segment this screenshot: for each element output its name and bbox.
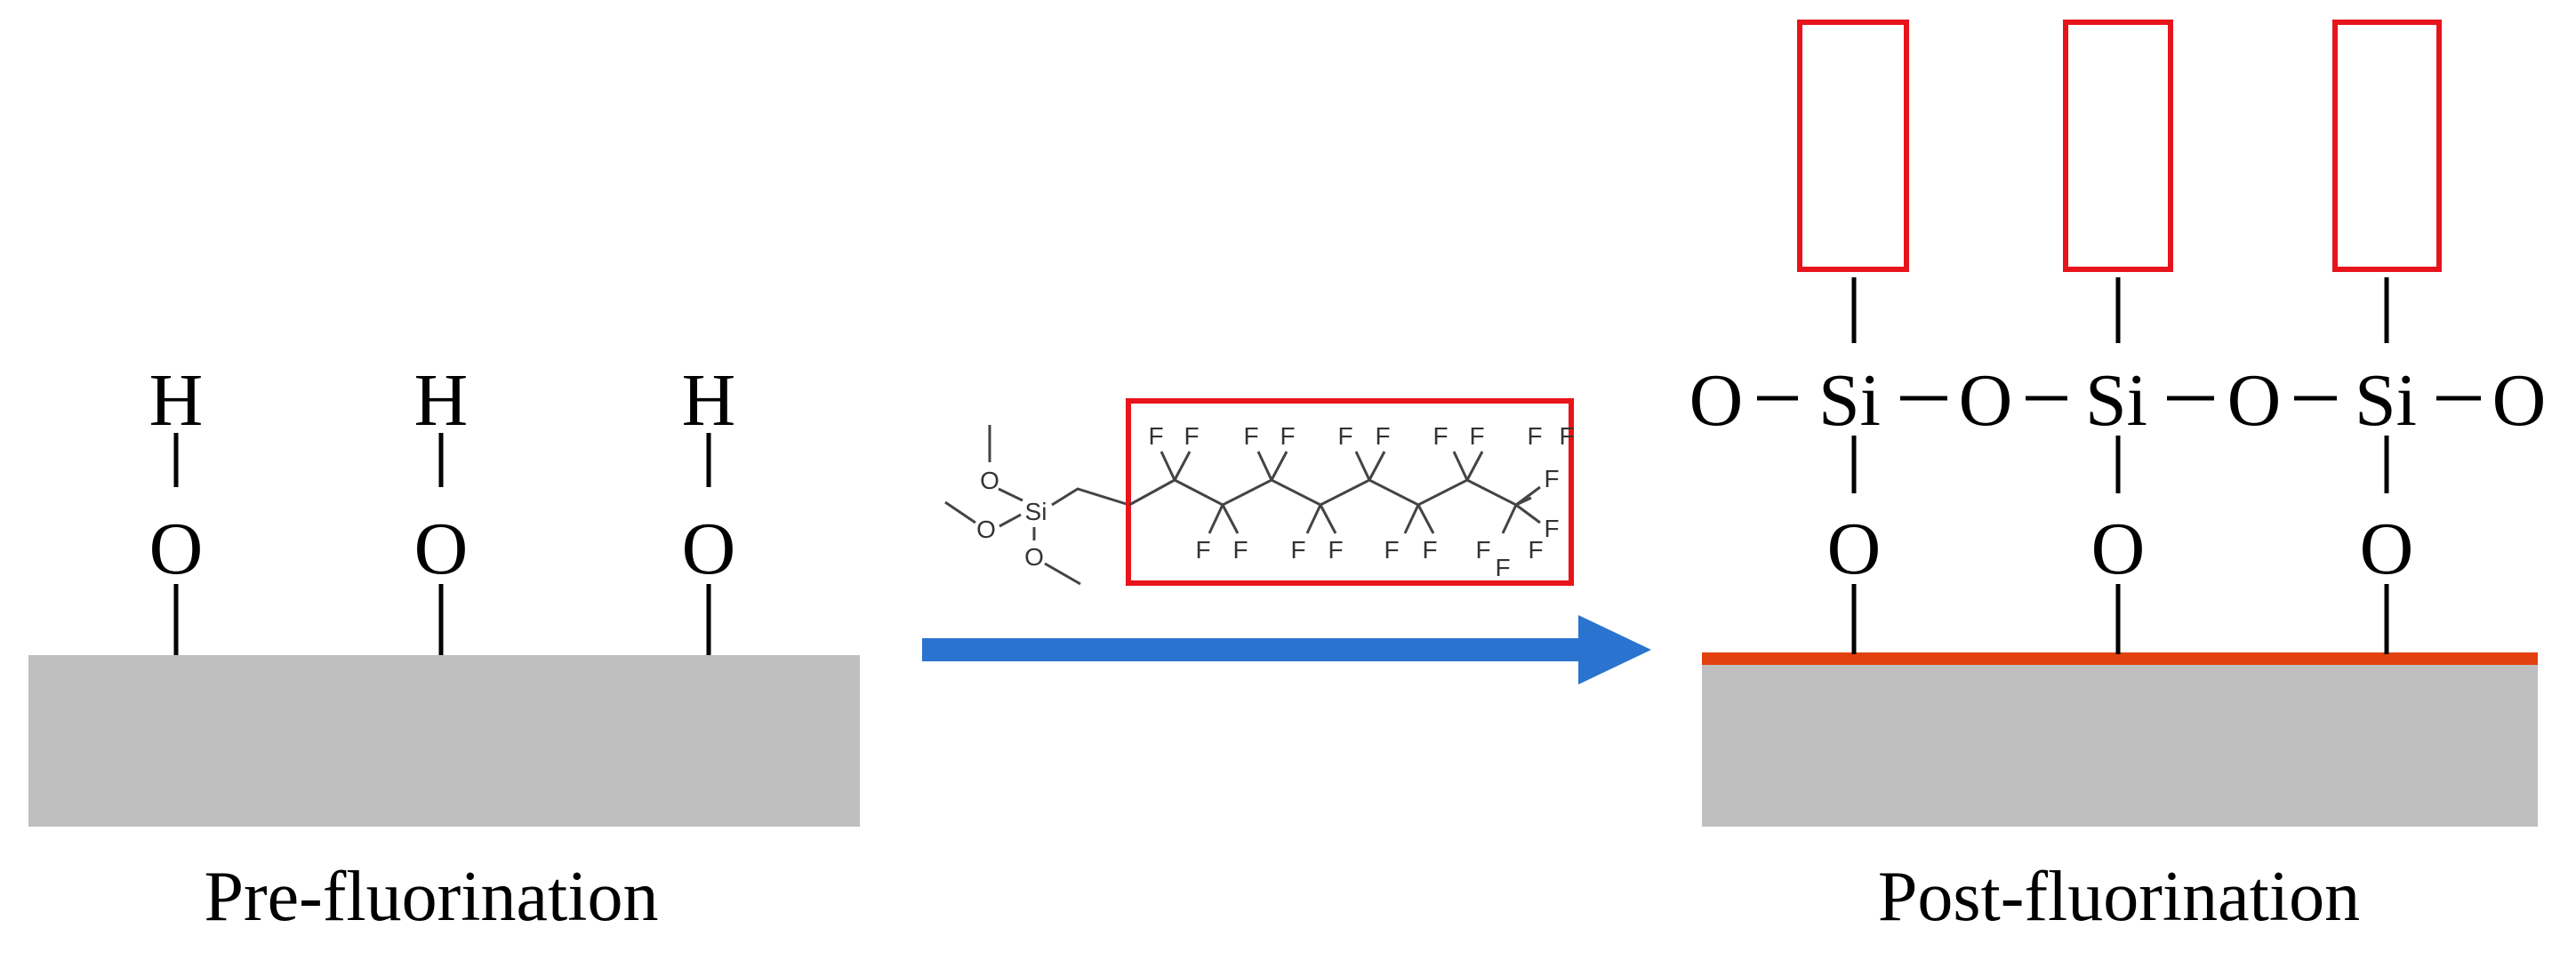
perfluoro-chain-box-1 xyxy=(1797,20,1909,272)
siloxane-oxygen: O xyxy=(1689,359,1744,442)
fluorine-label: F xyxy=(1475,536,1490,564)
fluorine-label: F xyxy=(1148,422,1163,450)
pre-fluorination-caption: Pre-fluorination xyxy=(205,858,659,936)
siloxane-oxygen: O xyxy=(2492,359,2547,442)
anchor-oxygen-3: O xyxy=(2360,508,2414,590)
fluorine-label: F xyxy=(1432,422,1448,450)
methoxy-oxygen-2: O xyxy=(976,516,996,543)
reaction-arrow-group xyxy=(922,615,1651,684)
fluorine-label: F xyxy=(1384,536,1399,564)
pre-fluorination-panel: H O H O H O Pre-fluorination xyxy=(28,359,860,936)
fluorine-label: F xyxy=(1243,422,1258,450)
perfluoro-chain-highlight xyxy=(1126,398,1574,586)
hydrogen-atom: H xyxy=(414,359,469,442)
perfluoro-chain-box-2 xyxy=(2063,20,2173,272)
hydroxyl-group-2: H O xyxy=(414,359,469,655)
left-substrate xyxy=(28,655,860,827)
perfluoro-backbone xyxy=(1128,478,1532,507)
methoxy-oxygen-3: O xyxy=(1024,543,1044,571)
oxygen-atom: O xyxy=(414,508,469,590)
right-substrate xyxy=(1702,660,2538,827)
oxygen-atom: O xyxy=(149,508,204,590)
reaction-arrow-head xyxy=(1578,615,1651,684)
fluorine-label: F xyxy=(1495,554,1510,581)
fluorine-label: F xyxy=(1232,536,1248,564)
reagent-silicon: Si xyxy=(1025,498,1047,525)
hydrogen-atom: H xyxy=(149,359,204,442)
perfluoro-chain-box-3 xyxy=(2332,20,2442,272)
anchor-oxygen-1: O xyxy=(1827,508,1882,590)
post-fluorination-panel: O Si O Si O Si O O O O Post-fluorination xyxy=(1689,20,2547,936)
fluorine-label: F xyxy=(1280,422,1295,450)
fluorine-label: F xyxy=(1469,422,1484,450)
fluorine-label: F xyxy=(1184,422,1199,450)
reaction-arrow-shaft xyxy=(922,638,1593,661)
fluorine-label: F xyxy=(1528,536,1543,564)
fluorine-label: F xyxy=(1195,536,1210,564)
hydroxyl-group-3: H O xyxy=(682,359,736,655)
fluorine-label: F xyxy=(1544,515,1559,542)
fluorine-label: F xyxy=(1544,465,1559,492)
fluorinated-coating-layer xyxy=(1702,652,2538,665)
post-fluorination-caption: Post-fluorination xyxy=(1878,858,2360,936)
fluorine-label: F xyxy=(1422,536,1437,564)
fluorine-label: F xyxy=(1290,536,1305,564)
fluorine-label: F xyxy=(1375,422,1390,450)
oxygen-atom: O xyxy=(682,508,736,590)
methoxy-oxygen-1: O xyxy=(980,467,999,494)
fluorine-label: F xyxy=(1337,422,1352,450)
siloxane-oxygen: O xyxy=(1959,359,2013,442)
siloxane-oxygen: O xyxy=(2227,359,2282,442)
hydrogen-atom: H xyxy=(682,359,736,442)
fluorine-label: F xyxy=(1527,422,1542,450)
anchor-oxygen-2: O xyxy=(2091,508,2146,590)
silicon-atom-1: Si xyxy=(1818,359,1881,442)
hydroxyl-group-1: H O xyxy=(149,359,204,655)
fluorosilane-reagent: O O Si O F F F F F F xyxy=(944,398,1575,586)
fluorine-label: F xyxy=(1328,536,1343,564)
silicon-atom-2: Si xyxy=(2085,359,2147,442)
silicon-atom-3: Si xyxy=(2355,359,2417,442)
fluorine-label: F xyxy=(1559,422,1574,450)
